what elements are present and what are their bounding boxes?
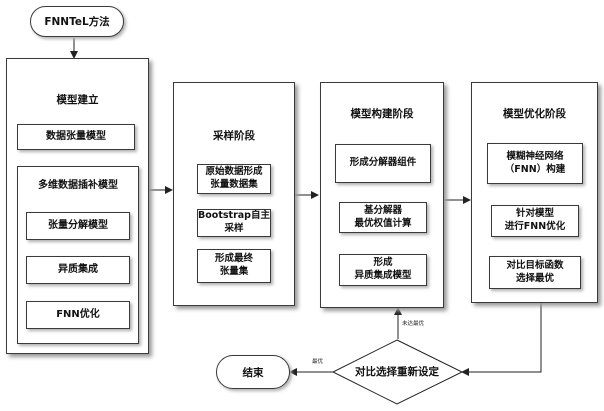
construction-step-ensemble-label: 形成 异质集成模型 [354, 257, 411, 283]
imputation-model-title: 多维数据插补模型 [38, 179, 118, 193]
tensor-decomposition-box: 张量分解模型 [26, 212, 130, 240]
start-label: FNNTeL方法 [44, 14, 109, 29]
sampling-step-final-tensor: 形成最终 张量集 [197, 249, 271, 283]
optimization-step-fnn-build: 模糊神经网络 （FNN）构建 [487, 143, 583, 184]
optimization-step-fnn-optimize-label: 针对模型 进行FNN优化 [505, 208, 565, 234]
tensor-decomposition-label: 张量分解模型 [48, 219, 108, 233]
arrow-optimization-to-decision [462, 301, 541, 372]
model-building-title: 模型建立 [7, 92, 148, 107]
end-label: 结束 [243, 365, 264, 380]
sampling-step-original-data-label: 原始数据形成 张量数据集 [205, 166, 262, 192]
heterogeneous-ensemble-box: 异质集成 [26, 256, 130, 284]
construction-step-decomposer: 形成分解器组件 [335, 144, 431, 183]
fnn-optimization-box: FNN优化 [26, 301, 130, 329]
sampling-step-original-data: 原始数据形成 张量数据集 [197, 164, 271, 194]
construction-step-decomposer-label: 形成分解器组件 [350, 157, 417, 170]
sampling-step-bootstrap-label: Bootstrap自主 采样 [198, 210, 270, 236]
optimal-label: 最优 [312, 357, 323, 365]
not-optimal-label: 未达最优 [402, 319, 424, 327]
sampling-step-bootstrap: Bootstrap自主 采样 [197, 209, 271, 237]
decision-label: 对比选择重新设定 [337, 364, 457, 379]
tensor-model-box: 数据张量模型 [17, 124, 135, 150]
sampling-title: 采样阶段 [174, 128, 294, 143]
model-optimization-title: 模型优化阶段 [472, 106, 597, 121]
start-node: FNNTeL方法 [30, 6, 124, 37]
model-construction-title: 模型构建阶段 [321, 106, 443, 121]
optimization-step-fnn-build-label: 模糊神经网络 （FNN）构建 [505, 151, 565, 177]
sampling-step-final-tensor-label: 形成最终 张量集 [215, 253, 253, 279]
construction-step-ensemble: 形成 异质集成模型 [339, 254, 427, 286]
fnn-optimization-label: FNN优化 [56, 308, 100, 322]
heterogeneous-ensemble-label: 异质集成 [58, 263, 98, 277]
tensor-model-label: 数据张量模型 [46, 130, 106, 144]
construction-step-weights: 基分解器 最优权值计算 [339, 202, 427, 233]
construction-step-weights-label: 基分解器 最优权值计算 [354, 205, 411, 231]
optimization-step-select-best-label: 对比目标函数 选择最优 [506, 260, 563, 286]
optimization-step-select-best: 对比目标函数 选择最优 [489, 256, 581, 289]
optimization-step-fnn-optimize: 针对模型 进行FNN优化 [491, 205, 579, 237]
end-node: 结束 [216, 355, 290, 389]
